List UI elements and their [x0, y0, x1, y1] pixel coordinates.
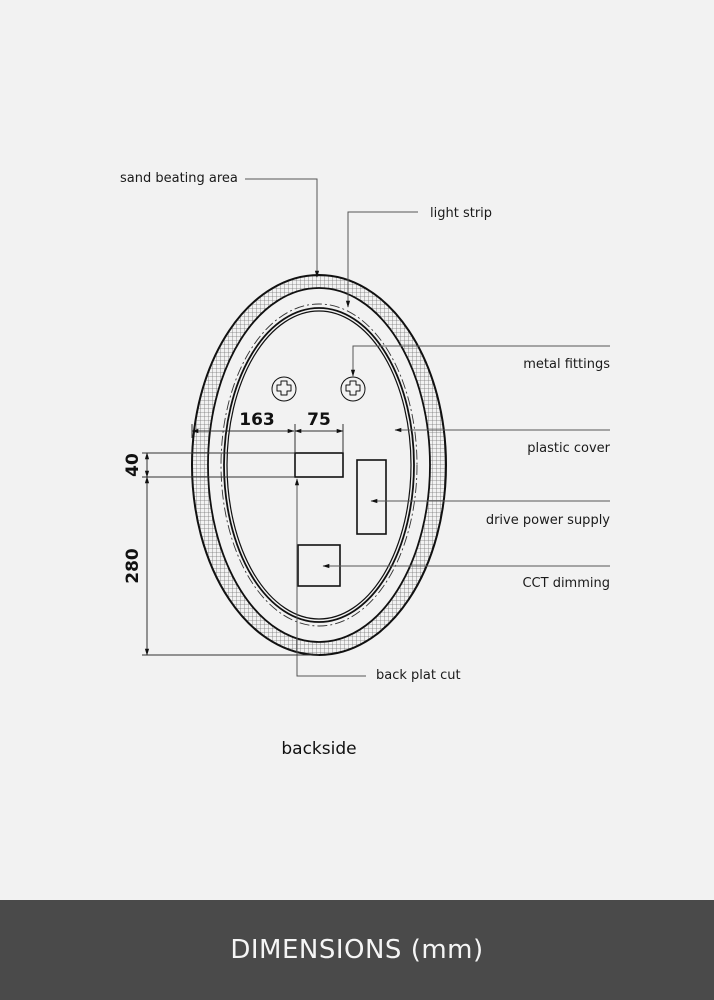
footer-title: DIMENSIONS (mm) — [230, 935, 484, 965]
caption-backside: backside — [281, 739, 356, 759]
backside-dimension-diagram: 163 75 40 280 sand beating area light st… — [0, 0, 714, 900]
label-drive-power-supply: drive power supply — [486, 513, 610, 528]
footer-banner: DIMENSIONS (mm) — [0, 900, 714, 1000]
label-cct-dimming: CCT dimming — [522, 576, 610, 591]
label-metal-fittings: metal fittings — [523, 357, 610, 372]
dimension-lines — [142, 424, 344, 656]
dim-75: 75 — [307, 410, 331, 430]
label-sand-beating-area: sand beating area — [120, 171, 238, 186]
light-strip-line — [220, 303, 418, 627]
label-plastic-cover: plastic cover — [527, 441, 610, 456]
metal-fitting-left-icon — [271, 376, 297, 402]
mirror-inner-edge — [223, 307, 415, 623]
dim-40: 40 — [123, 453, 143, 477]
sand-beating-ring — [0, 0, 714, 900]
dim-163: 163 — [239, 410, 275, 430]
back-plate-cutout — [294, 452, 344, 478]
label-light-strip: light strip — [430, 206, 492, 221]
label-back-plat-cut: back plat cut — [376, 668, 461, 683]
drive-power-supply-box — [356, 459, 387, 535]
leader-lines — [245, 178, 610, 677]
dim-280: 280 — [123, 548, 143, 584]
metal-fitting-right-icon — [340, 376, 366, 402]
